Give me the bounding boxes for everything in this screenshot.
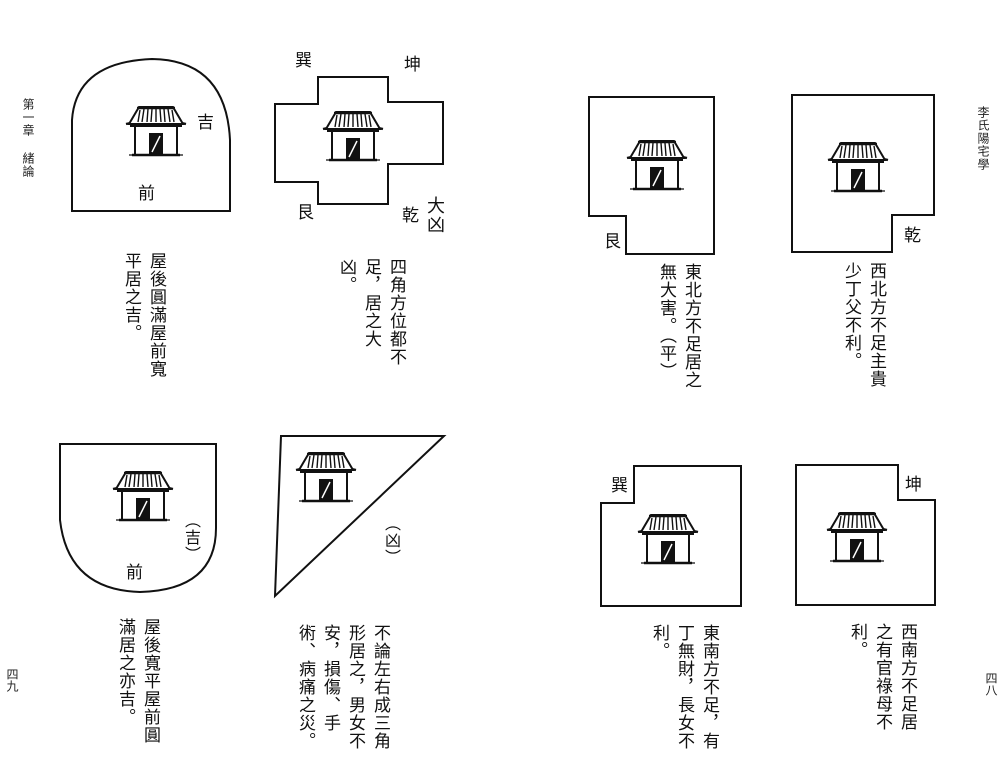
fig3-house-icon — [111, 470, 175, 522]
fig1-house-icon — [124, 105, 188, 157]
fig5-caption: 東北方不足居之無大害。（平） — [656, 263, 701, 389]
fig8-label-kun: 坤 — [905, 475, 922, 495]
fig2-label-gen: 艮 — [297, 203, 314, 223]
fig5-plot — [588, 96, 715, 255]
fig1-caption: 屋後圓滿屋前寬平居之吉。 — [121, 252, 166, 378]
page-number-left: 四九 — [5, 668, 19, 692]
fig6-house-icon — [826, 141, 890, 193]
fig8-house-icon — [825, 511, 889, 563]
fig7-caption: 東南方不足，有丁無財，長女不利。 — [649, 624, 719, 750]
fig2-plot — [274, 76, 444, 205]
fig1-plot — [71, 57, 231, 212]
fig2-caption: 四角方位都不足，居之大凶。 — [336, 258, 406, 366]
fig6-label-qian: 乾 — [904, 226, 921, 246]
fig8-caption: 西南方不足居之有官祿母不利。 — [847, 623, 917, 731]
fig1-label-ji: 吉 — [197, 113, 214, 133]
fig3-label-front: 前 — [126, 563, 143, 583]
fig6-plot — [791, 94, 935, 253]
fig2-label-kun: 坤 — [404, 55, 421, 75]
fig2-label-daxiong: 大凶 — [424, 196, 445, 234]
fig1-label-front: 前 — [138, 184, 155, 204]
fig3-caption: 屋後寬平屋前圓滿居之亦吉。 — [115, 618, 160, 744]
fig4-label-xiong: （凶） — [382, 515, 401, 566]
fig4-plot — [273, 435, 447, 599]
chapter-heading: 第一章 緒論 — [21, 98, 35, 178]
fig6-caption: 西北方不足主貴少丁父不利。 — [841, 262, 886, 388]
fig8-plot — [795, 464, 936, 606]
fig7-plot — [600, 465, 742, 607]
fig7-house-icon — [636, 513, 700, 565]
fig3-label-ji: （吉） — [182, 512, 201, 563]
fig2-label-qian: 乾 — [402, 206, 419, 226]
fig4-caption: 不論左右成三角形居之，男女不安，損傷、手術、病痛之災。 — [295, 624, 390, 750]
page-number-right: 四八 — [984, 672, 998, 696]
fig2-label-xun: 巽 — [295, 51, 312, 71]
fig5-label-gen: 艮 — [604, 232, 621, 252]
book-title: 李氏陽宅學 — [976, 106, 990, 171]
fig2-house-icon — [321, 110, 385, 162]
fig3-plot — [59, 443, 217, 594]
fig5-house-icon — [625, 139, 689, 191]
fig4-house-icon — [294, 451, 358, 503]
fig7-label-xun: 巽 — [611, 476, 628, 496]
